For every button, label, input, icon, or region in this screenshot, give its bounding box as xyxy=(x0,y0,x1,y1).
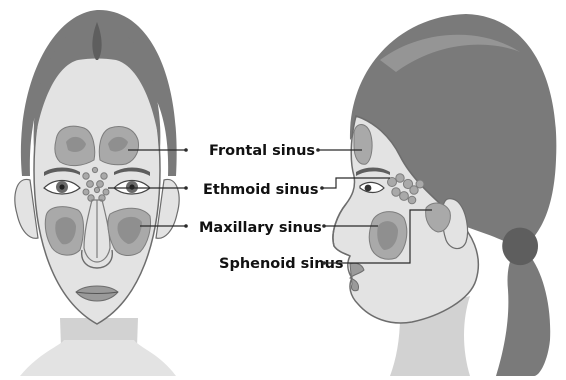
label-frontal: Frontal sinus xyxy=(209,143,315,159)
side-hair-tie xyxy=(502,228,538,266)
side-ponytail xyxy=(496,246,550,376)
front-shoulders xyxy=(20,340,176,376)
side-frontal-sinus xyxy=(354,125,372,165)
label-maxillary: Maxillary sinus xyxy=(199,220,322,236)
label-ethmoid: Ethmoid sinus xyxy=(203,182,319,198)
side-face-illustration xyxy=(333,14,556,376)
leader-maxillary-left-dot xyxy=(184,224,188,228)
front-face-illustration xyxy=(15,10,179,376)
leader-frontal-left-dot xyxy=(184,148,188,152)
label-frontal-group: Frontal sinus xyxy=(128,143,362,159)
leader-ethmoid-left-dot xyxy=(184,186,188,190)
